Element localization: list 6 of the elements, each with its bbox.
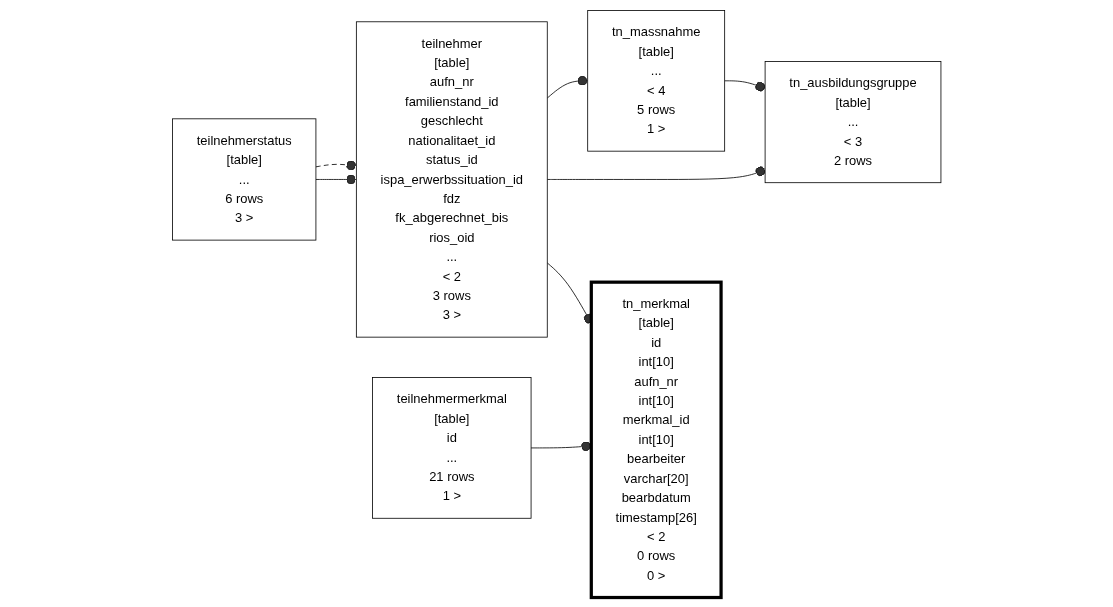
node-box: teilnehmerstatus [table] ... 6 rows 3 > [171, 117, 317, 240]
node-box: teilnehmer [table] aufn_nr familienstand_id geschlecht nationalitaet_id status_id ispa_erwerbssituation_id fdz fk_abgerechnet_bis rios_oid ... < 2 3 rows 3 > [355, 20, 548, 338]
node-box: tn_merkmal [table] id int[10] aufn_nr int[10] merkmal_id int[10] bearbeiter varchar[20] bearbdatum timestamp[26] < 2 0 rows 0 > [589, 280, 723, 599]
node-box: tn_ausbildungsgruppe [table] ... < 3 2 rows [764, 60, 942, 183]
node-box: teilnehmermerkmal [table] id ... 21 rows 1 > [371, 376, 532, 519]
node-box: tn_massnahme [table] ... < 4 5 rows 1 > [587, 9, 725, 152]
